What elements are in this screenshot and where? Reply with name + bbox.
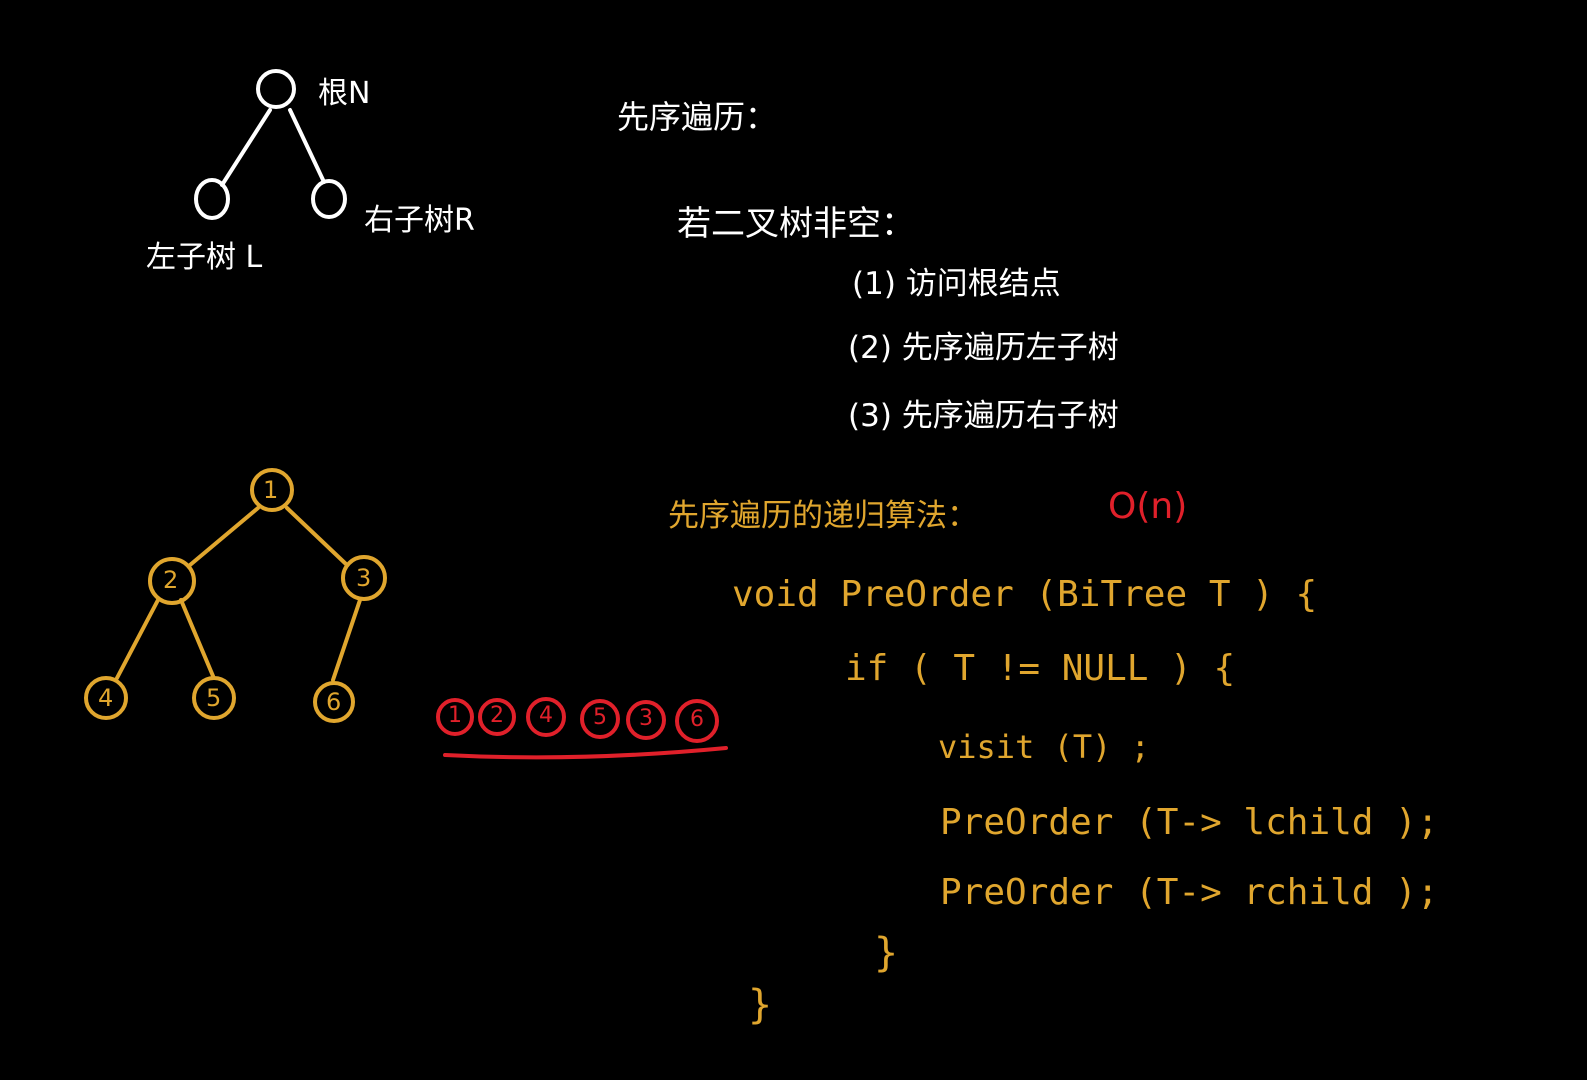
- seq-item-1: 1: [448, 703, 462, 728]
- step-3: (3) 先序遍历右子树: [848, 398, 1119, 434]
- node-4-label: 4: [98, 684, 114, 712]
- root-label: 根N: [318, 76, 371, 111]
- node-6-circle: [313, 681, 355, 723]
- seq-circle-5: [626, 700, 666, 740]
- seq-item-6: 6: [690, 707, 704, 732]
- code-line-1: void PreOrder (BiTree T ) {: [732, 574, 1318, 615]
- code-line-4: PreOrder (T-> lchild );: [940, 802, 1439, 843]
- condition-text: 若二叉树非空：: [677, 204, 915, 244]
- node-5-circle: [192, 676, 236, 720]
- algorithm-title: 先序遍历的递归算法：: [668, 498, 978, 534]
- edge-2-5: [179, 598, 215, 678]
- seq-item-5: 3: [639, 706, 653, 731]
- node-1-label: 1: [263, 476, 279, 504]
- step-1: (1) 访问根结点: [852, 266, 1061, 302]
- seq-circle-6: [675, 699, 719, 743]
- concept-edge-left: [220, 108, 272, 187]
- concept-right-node: [311, 179, 347, 219]
- node-4-circle: [84, 676, 128, 720]
- node-2-circle: [148, 557, 196, 605]
- edge-2-4: [115, 598, 160, 680]
- node-2-label: 2: [163, 566, 179, 594]
- code-line-5: PreOrder (T-> rchild );: [940, 872, 1439, 913]
- concept-root-node: [256, 69, 296, 109]
- node-3-label: 3: [356, 564, 372, 592]
- seq-circle-1: [436, 698, 474, 736]
- seq-circle-3: [526, 697, 566, 737]
- concept-tree: [194, 69, 347, 220]
- preorder-title: 先序遍历：: [617, 98, 778, 136]
- node-1-circle: [250, 468, 294, 512]
- code-line-6: }: [874, 930, 899, 976]
- code-line-3: visit (T) ;: [938, 728, 1150, 766]
- seq-item-2: 2: [490, 703, 504, 728]
- concept-left-node: [194, 178, 230, 220]
- right-subtree-label: 右子树R: [364, 203, 475, 238]
- result-sequence-marks: [436, 697, 728, 760]
- edge-1-3: [285, 506, 349, 567]
- complexity-label: O(n): [1108, 486, 1188, 527]
- step-2: (2) 先序遍历左子树: [848, 330, 1119, 366]
- seq-item-4: 5: [593, 705, 607, 730]
- node-5-label: 5: [206, 684, 222, 712]
- sequence-underline: [443, 746, 728, 760]
- code-line-7: }: [748, 982, 773, 1028]
- node-6-label: 6: [326, 688, 342, 716]
- concept-edge-right: [288, 108, 326, 184]
- edge-3-6: [331, 598, 362, 682]
- edge-1-2: [188, 506, 260, 567]
- left-subtree-label: 左子树 L: [146, 240, 263, 275]
- seq-item-3: 4: [539, 703, 553, 728]
- code-line-2: if ( T != NULL ) {: [845, 648, 1236, 689]
- example-tree: [84, 468, 387, 723]
- seq-circle-2: [478, 698, 516, 736]
- seq-circle-4: [580, 699, 620, 739]
- node-3-circle: [341, 555, 387, 601]
